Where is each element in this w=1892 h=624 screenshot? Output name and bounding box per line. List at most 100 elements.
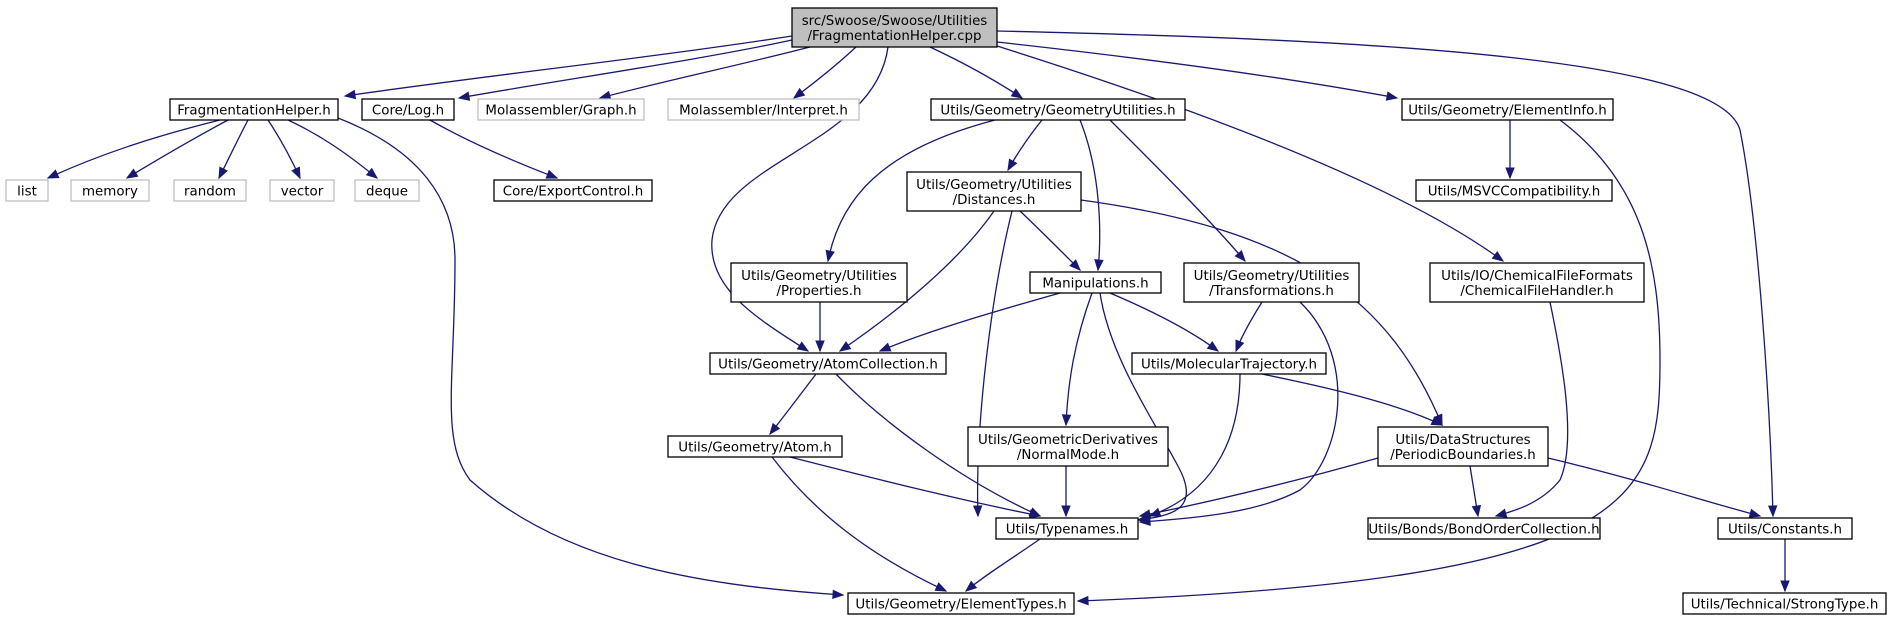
node-eleminfo[interactable]: Utils/Geometry/ElementInfo.h bbox=[1401, 98, 1614, 121]
node-properties[interactable]: Utils/Geometry/Utilities/Properties.h bbox=[730, 262, 908, 303]
edge-root-to-molgraph bbox=[598, 46, 811, 100]
node-memory: memory bbox=[70, 179, 150, 202]
edge-properties-to-atomcoll-arrowhead bbox=[815, 340, 825, 353]
node-typenames[interactable]: Utils/Typenames.h bbox=[995, 517, 1139, 540]
node-exportctl[interactable]: Core/ExportControl.h bbox=[493, 179, 653, 202]
node-exportctl-box bbox=[493, 179, 653, 202]
node-root-label-1: /FragmentationHelper.cpp bbox=[808, 29, 982, 44]
edge-periodic-to-typenames bbox=[1138, 457, 1379, 519]
node-distances-label-1: /Distances.h bbox=[953, 193, 1036, 208]
node-geomutil[interactable]: Utils/Geometry/GeometryUtilities.h bbox=[930, 98, 1186, 121]
node-atom[interactable]: Utils/Geometry/Atom.h bbox=[667, 435, 843, 458]
edge-geomutil-to-properties-arrowhead bbox=[825, 249, 835, 263]
node-chemfile-label-1: /ChemicalFileHandler.h bbox=[1460, 284, 1613, 299]
edge-manip-to-moltraj-line bbox=[1109, 292, 1219, 352]
edge-root-to-constants-arrowhead bbox=[1767, 505, 1778, 518]
node-normalmode[interactable]: Utils/GeometricDerivatives/NormalMode.h bbox=[967, 426, 1169, 467]
node-constants[interactable]: Utils/Constants.h bbox=[1717, 517, 1853, 540]
node-moltraj-label-0: Utils/MolecularTrajectory.h bbox=[1141, 357, 1317, 372]
node-distances-box bbox=[906, 171, 1082, 212]
node-list-box bbox=[5, 179, 49, 202]
edge-fragh-to-elemtypes-line bbox=[337, 117, 844, 596]
node-corelog[interactable]: Core/Log.h bbox=[361, 98, 455, 121]
node-deque: deque bbox=[354, 179, 420, 202]
node-strongtype[interactable]: Utils/Technical/StrongType.h bbox=[1682, 592, 1887, 615]
node-eleminfo-box bbox=[1401, 98, 1614, 121]
node-atomcoll[interactable]: Utils/Geometry/AtomCollection.h bbox=[709, 352, 947, 375]
edge-transf-to-moltraj-arrowhead bbox=[1235, 339, 1245, 353]
edge-root-to-molgraph-line bbox=[599, 46, 811, 99]
node-properties-label-0: Utils/Geometry/Utilities bbox=[741, 269, 897, 284]
edge-root-to-corelog-arrowhead bbox=[457, 91, 471, 101]
node-memory-box bbox=[70, 179, 150, 202]
edge-typenames-to-elemtypes bbox=[964, 538, 1041, 592]
edge-distances-to-periodic bbox=[1080, 199, 1443, 427]
edge-root-to-molgraph-arrowhead bbox=[598, 90, 612, 100]
node-distances[interactable]: Utils/Geometry/Utilities/Distances.h bbox=[906, 171, 1082, 212]
node-properties-box bbox=[730, 262, 908, 303]
edge-root-to-corelog-line bbox=[458, 39, 793, 99]
edge-manip-to-atomcoll-line bbox=[879, 292, 1061, 352]
edge-moltraj-to-periodic-arrowhead bbox=[1430, 416, 1444, 426]
edge-root-to-geomutil bbox=[929, 46, 1024, 99]
node-molinterp-label-0: Molassembler/Interpret.h bbox=[679, 103, 848, 118]
node-transf[interactable]: Utils/Geometry/Utilities/Transformations… bbox=[1183, 262, 1360, 303]
node-exportctl-label-0: Core/ExportControl.h bbox=[503, 184, 643, 199]
edge-manip-to-normalmode bbox=[1061, 292, 1093, 427]
node-properties-label-1: /Properties.h bbox=[777, 284, 862, 299]
edge-constants-to-strongtype bbox=[1780, 539, 1790, 593]
edge-atomcoll-to-typenames-line bbox=[835, 373, 1041, 517]
edge-fragh-to-list-arrowhead bbox=[46, 169, 60, 179]
edge-periodic-to-bondorder-arrowhead bbox=[1471, 504, 1482, 518]
edge-root-to-geomutil-arrowhead bbox=[1010, 88, 1024, 99]
node-manip[interactable]: Manipulations.h bbox=[1029, 271, 1162, 294]
edge-periodic-to-constants-line bbox=[1547, 457, 1761, 517]
edge-root-to-atomcoll-arrowhead bbox=[796, 341, 810, 352]
edge-fragh-to-memory-arrowhead bbox=[125, 168, 139, 179]
edge-manip-to-atomcoll-arrowhead bbox=[878, 342, 892, 352]
node-list: list bbox=[5, 179, 49, 202]
edge-root-to-chemfile-arrowhead bbox=[1491, 250, 1505, 262]
edge-geomutil-to-transf-line bbox=[1109, 119, 1246, 262]
edge-distances-to-atomcoll bbox=[838, 210, 995, 352]
edge-corelog-to-exportctl-line bbox=[429, 119, 558, 179]
node-fragh[interactable]: FragmentationHelper.h bbox=[169, 98, 339, 121]
edge-transf-to-typenames-arrowhead bbox=[1138, 516, 1151, 527]
edge-geomutil-to-manip bbox=[1079, 119, 1104, 272]
node-typenames-box bbox=[995, 517, 1139, 540]
edge-root-to-fragh-arrowhead bbox=[343, 89, 357, 100]
node-moltraj[interactable]: Utils/MolecularTrajectory.h bbox=[1131, 352, 1327, 375]
node-moltraj-box bbox=[1131, 352, 1327, 375]
node-molgraph: Molassembler/Graph.h bbox=[477, 98, 645, 121]
node-normalmode-label-0: Utils/GeometricDerivatives bbox=[978, 433, 1158, 448]
node-bondorder[interactable]: Utils/Bonds/BondOrderCollection.h bbox=[1367, 517, 1601, 540]
node-bondorder-label-0: Utils/Bonds/BondOrderCollection.h bbox=[1368, 522, 1599, 537]
edge-manip-to-typenames bbox=[1099, 292, 1187, 524]
edge-periodic-to-typenames-arrowhead bbox=[1138, 509, 1152, 519]
edge-root-to-molinterp bbox=[792, 46, 857, 99]
node-atomcoll-box bbox=[709, 352, 947, 375]
edge-geomutil-to-properties bbox=[825, 119, 996, 263]
edge-distances-to-periodic-line bbox=[1080, 199, 1443, 426]
edge-distances-to-atomcoll-arrowhead bbox=[838, 341, 852, 352]
node-random-box bbox=[173, 179, 247, 202]
node-elemtypes[interactable]: Utils/Geometry/ElementTypes.h bbox=[847, 592, 1075, 615]
edge-root-to-eleminfo-line bbox=[996, 41, 1398, 99]
node-periodic[interactable]: Utils/DataStructures/PeriodicBoundaries.… bbox=[1377, 426, 1549, 467]
node-bondorder-box bbox=[1367, 517, 1601, 540]
node-vector-box bbox=[269, 179, 335, 202]
edge-eleminfo-to-msvc-arrowhead bbox=[1505, 167, 1515, 180]
node-msvc[interactable]: Utils/MSVCCompatibility.h bbox=[1415, 179, 1613, 202]
node-manip-label-0: Manipulations.h bbox=[1042, 276, 1148, 291]
node-chemfile[interactable]: Utils/IO/ChemicalFileFormats/ChemicalFil… bbox=[1429, 262, 1645, 303]
edge-fragh-to-list-line bbox=[47, 119, 221, 179]
node-root[interactable]: src/Swoose/Swoose/Utilities/Fragmentatio… bbox=[791, 7, 998, 48]
edge-typenames-to-elemtypes-line bbox=[965, 538, 1041, 592]
edge-manip-to-moltraj-arrowhead bbox=[1206, 340, 1220, 352]
node-msvc-label-0: Utils/MSVCCompatibility.h bbox=[1428, 184, 1600, 199]
edge-distances-to-atomcoll-line bbox=[839, 210, 995, 352]
edge-atomcoll-to-atom bbox=[769, 373, 817, 436]
edge-chemfile-to-bondorder-arrowhead bbox=[1494, 508, 1508, 518]
edge-fragh-to-list bbox=[46, 119, 221, 179]
